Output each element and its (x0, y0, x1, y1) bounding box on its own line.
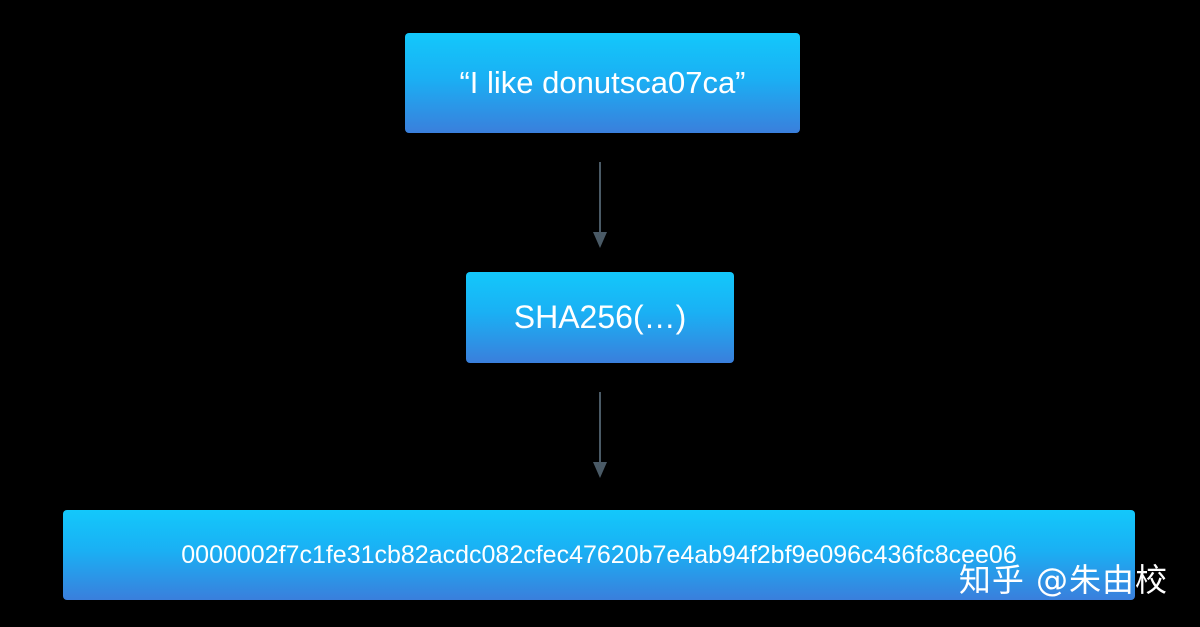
down-arrow-icon (593, 392, 607, 478)
hash-output-box: 0000002f7c1fe31cb82acdc082cfec47620b7e4a… (63, 510, 1135, 600)
input-box: “I like donutsca07ca” (405, 33, 800, 133)
down-arrow-icon (593, 162, 607, 248)
hash-function-box: SHA256(…) (466, 272, 734, 363)
hash-function-text: SHA256(…) (513, 299, 687, 335)
watermark: 知乎 @朱由校 (958, 561, 1168, 599)
hash-output-text: 0000002f7c1fe31cb82acdc082cfec47620b7e4a… (181, 540, 1017, 569)
input-text: “I like donutsca07ca” (459, 65, 746, 100)
